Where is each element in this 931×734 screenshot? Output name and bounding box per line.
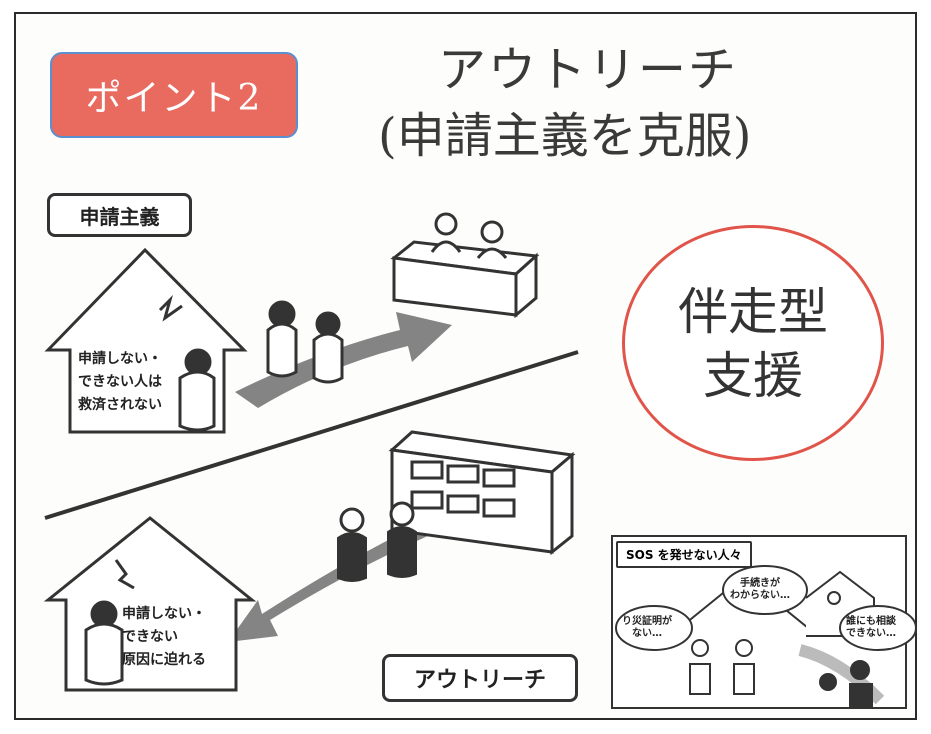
support-circle [622, 225, 884, 461]
bubble-procedures: 手続きが わからない… [730, 578, 790, 601]
walking-people-top [266, 300, 344, 384]
title-line-2: (申請主義を克服) [378, 108, 752, 164]
top-house-line-1: 申請しない・ [78, 351, 162, 367]
bubble-no-one-to-consult: 誰にも相談 できない… [846, 616, 896, 639]
top-house-line-3: 救済されない [78, 397, 162, 413]
bubble-disaster-certificate: り災証明が ない… [622, 616, 672, 639]
crack-bottom [114, 559, 135, 590]
support-line-1: 伴走型 [678, 283, 828, 341]
office-building [388, 430, 576, 556]
title-line-1: アウトリーチ [438, 42, 739, 98]
top-house-line-2: できない人は [78, 374, 162, 390]
crack-top [158, 294, 183, 322]
bottom-house-text: 申請しない・ できない 原因に迫れる [122, 603, 206, 672]
inset-title: SOS を発せない人々 [616, 541, 752, 568]
inset-panel [611, 535, 917, 709]
divider-line [44, 350, 579, 520]
top-house-text: 申請しない・ できない人は 救済されない [78, 348, 162, 417]
point-badge: ポイント2 [50, 52, 298, 138]
outreach-workers [337, 501, 417, 582]
bottom-house-line-2: できない [122, 629, 178, 645]
bottom-house-line-3: 原因に迫れる [122, 652, 206, 668]
label-outreach: アウトリーチ [382, 654, 578, 702]
label-application-principle: 申請主義 [47, 193, 192, 237]
staff-figures [430, 212, 508, 259]
bottom-house-line-1: 申請しない・ [122, 606, 206, 622]
support-text: 伴走型 支援 [622, 280, 884, 408]
support-line-2: 支援 [703, 347, 803, 405]
person-in-top-house [178, 348, 216, 432]
reception-desk [390, 240, 540, 319]
person-in-bottom-house [84, 600, 124, 686]
